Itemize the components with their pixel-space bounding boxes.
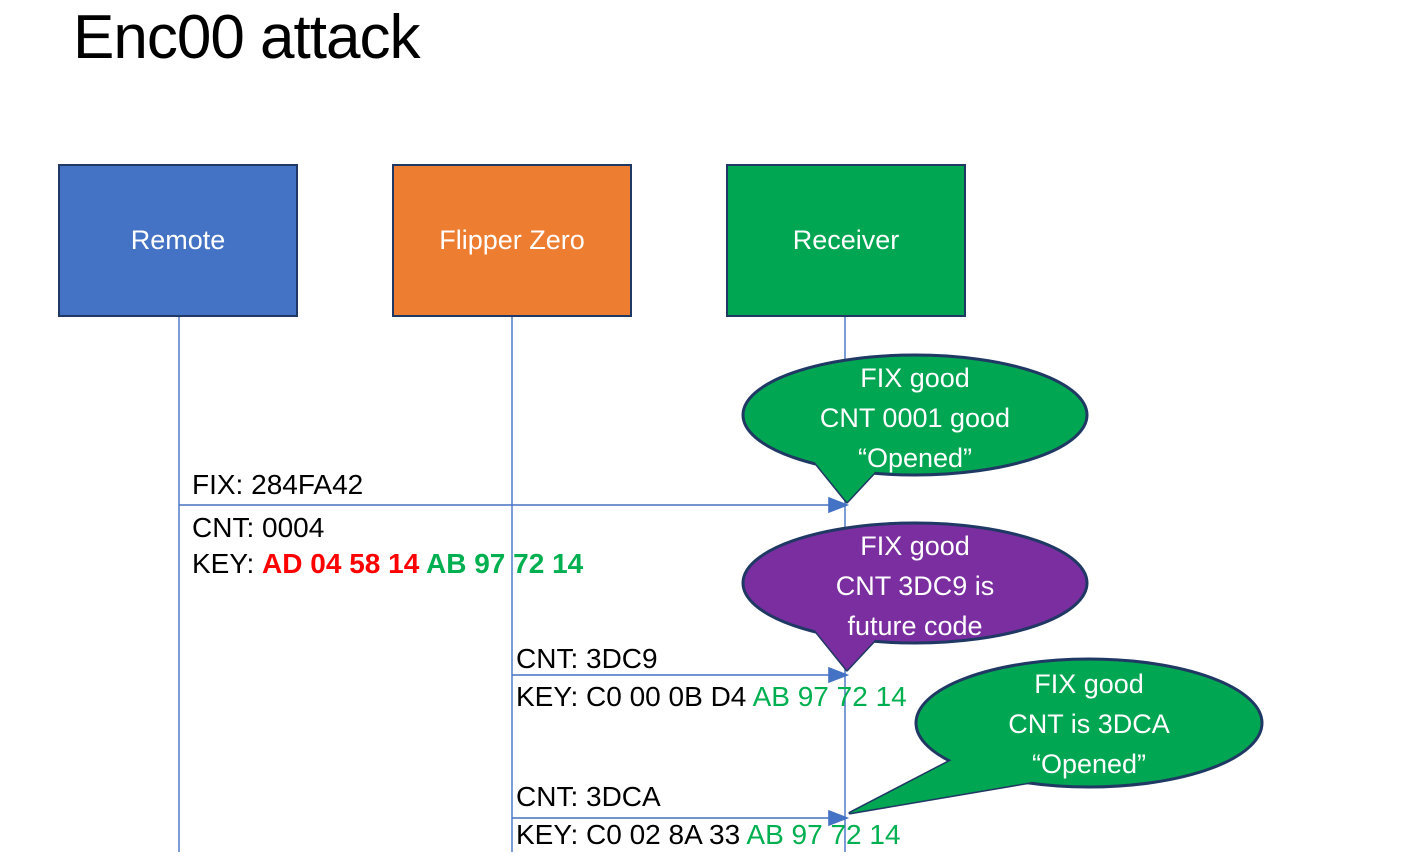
message-2-cnt-label: CNT: 3DC9 bbox=[516, 643, 658, 674]
message-1-key-label: KEY: AD 04 58 14 AB 97 72 14 bbox=[192, 549, 583, 579]
message-1-key-red-bytes: AD 04 58 14 bbox=[262, 548, 426, 579]
actor-box-receiver: Receiver bbox=[726, 164, 966, 317]
page-title: Enc00 attack bbox=[73, 3, 420, 72]
message-2-key-green-bytes: AB 97 72 14 bbox=[752, 681, 907, 712]
actor-label-flipper-zero: Flipper Zero bbox=[439, 225, 585, 255]
bubble-2-text: FIX good CNT 3DC9 is future code bbox=[742, 526, 1088, 646]
message-3-key-green-bytes: AB 97 72 14 bbox=[746, 819, 901, 850]
message-1-fix-label: FIX: 284FA42 bbox=[192, 469, 364, 500]
message-1-cnt-label: CNT: 0004 bbox=[192, 512, 325, 543]
message-arrows bbox=[179, 496, 850, 827]
message-3-key-prefix: KEY: C0 02 8A 33 bbox=[516, 819, 747, 850]
bubble-3-line-1: FIX good bbox=[1034, 669, 1144, 699]
actor-label-remote: Remote bbox=[130, 225, 226, 255]
actor-box-remote: Remote bbox=[58, 164, 298, 317]
bubble-1-text: FIX good CNT 0001 good “Opened” bbox=[742, 358, 1088, 478]
bubble-3-line-3: “Opened” bbox=[1031, 749, 1147, 779]
arrowhead-1 bbox=[828, 496, 850, 514]
arrowhead-3 bbox=[828, 809, 850, 827]
bubble-1-line-1: FIX good bbox=[860, 363, 970, 393]
arrowhead-2 bbox=[828, 666, 850, 684]
message-3-key-label: KEY: C0 02 8A 33 AB 97 72 14 bbox=[516, 820, 901, 850]
actor-box-flipper-zero: Flipper Zero bbox=[392, 164, 632, 317]
speech-bubble-opened-1 bbox=[741, 353, 1089, 504]
bubble-1-line-2: CNT 0001 good bbox=[819, 403, 1011, 433]
bubble-1-line-3: “Opened” bbox=[857, 443, 973, 473]
message-3-cnt-label: CNT: 3DCA bbox=[516, 781, 661, 812]
message-1-key-green-bytes: AB 97 72 14 bbox=[426, 548, 584, 579]
speech-bubble-future-code bbox=[741, 521, 1089, 672]
bubble-3-line-2: CNT is 3DCA bbox=[1008, 709, 1170, 739]
message-2-key-prefix: KEY: C0 00 0B D4 bbox=[516, 681, 753, 712]
bubble-2-line-3: future code bbox=[847, 611, 983, 641]
message-2-key-label: KEY: C0 00 0B D4 AB 97 72 14 bbox=[516, 682, 907, 712]
message-1-key-prefix: KEY: bbox=[192, 548, 263, 579]
actor-label-receiver: Receiver bbox=[792, 225, 900, 255]
bubble-3-text: FIX good CNT is 3DCA “Opened” bbox=[916, 664, 1262, 784]
bubble-2-line-1: FIX good bbox=[860, 531, 970, 561]
speech-bubble-opened-2 bbox=[848, 657, 1264, 815]
bubble-2-line-2: CNT 3DC9 is bbox=[835, 571, 995, 601]
